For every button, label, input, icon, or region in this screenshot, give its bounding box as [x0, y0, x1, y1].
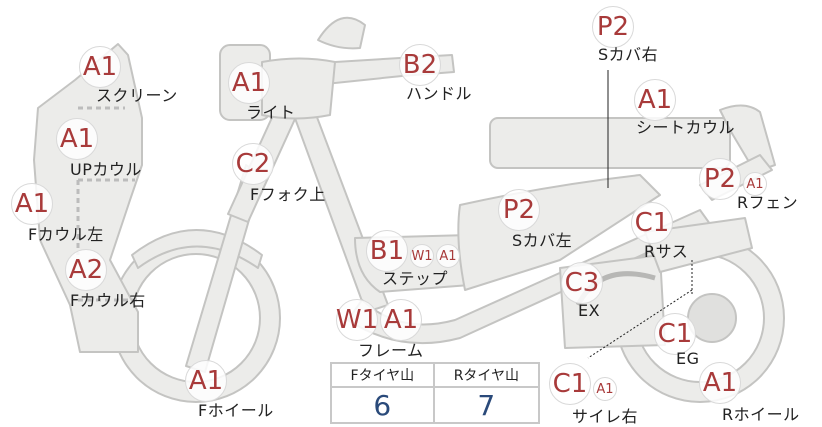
label-light: ライト — [246, 103, 296, 122]
grades-up-cowl: A1 — [56, 118, 98, 160]
label-f-cowl-right: Fカウル右 — [70, 291, 146, 310]
grades-step: B1 W1 A1 — [366, 230, 460, 272]
rear-tire-header: Rタイヤ山 — [432, 362, 541, 388]
grade-badge: A1 — [699, 362, 741, 404]
grade-badge-small: W1 — [410, 244, 434, 268]
rear-shock — [644, 217, 753, 273]
grade-badge: P2 — [498, 189, 540, 231]
grades-r-suspension: C1 — [631, 202, 673, 244]
grades-silencer-right: C1 A1 — [549, 363, 617, 405]
handle-cover — [261, 57, 336, 120]
grade-badge: C2 — [232, 143, 274, 185]
grade-badge: A1 — [11, 183, 53, 225]
front-tire-value: 6 — [330, 386, 435, 424]
grade-badge: W1 — [336, 299, 378, 341]
grade-badge: A1 — [185, 360, 227, 402]
grade-badge: A2 — [65, 249, 107, 291]
grades-r-wheel: A1 — [699, 362, 741, 404]
grades-screen: A1 — [79, 46, 121, 88]
grade-badge: A1 — [380, 299, 422, 341]
grade-badge: A1 — [228, 62, 270, 104]
grade-badge-small: A1 — [743, 172, 767, 196]
grades-exhaust: C3 — [561, 262, 603, 304]
label-r-fender: Rフェン — [737, 193, 799, 212]
label-f-fork-upper: Fフォク上 — [250, 185, 326, 204]
label-silencer-right: サイレ右 — [572, 407, 639, 426]
grades-frame: W1 A1 — [336, 299, 422, 341]
grade-badge: A1 — [56, 118, 98, 160]
leader-engine — [587, 289, 693, 359]
grade-badge: C1 — [654, 313, 696, 355]
label-screen: スクリーン — [96, 86, 178, 105]
grades-s-cover-right: P2 — [592, 6, 634, 48]
label-s-cover-right: Sカバ右 — [598, 45, 659, 64]
grade-badge: B2 — [399, 44, 441, 86]
grade-badge-small: A1 — [436, 244, 460, 268]
screen-edge — [76, 106, 138, 302]
label-engine: EG — [676, 349, 700, 368]
grade-badge: P2 — [699, 158, 741, 200]
grades-f-cowl-left: A1 — [11, 183, 53, 225]
grades-engine: C1 — [654, 313, 696, 355]
mirror — [317, 16, 366, 50]
label-f-wheel: Fホイール — [198, 401, 274, 420]
label-s-cover-left: Sカバ左 — [512, 231, 573, 250]
label-up-cowl: UPカウル — [70, 160, 142, 179]
label-step: ステップ — [382, 269, 449, 288]
grades-f-wheel: A1 — [185, 360, 227, 402]
grade-badge: A1 — [79, 46, 121, 88]
grades-handle: B2 — [399, 44, 441, 86]
label-handle: ハンドル — [406, 84, 473, 103]
front-tire-header: Fタイヤ山 — [330, 362, 435, 388]
grade-badge: P2 — [592, 6, 634, 48]
grades-f-fork-upper: C2 — [232, 143, 274, 185]
label-f-cowl-left: Fカウル左 — [28, 225, 104, 244]
label-r-wheel: Rホイール — [722, 405, 800, 424]
grades-seat-cowl: A1 — [634, 79, 676, 121]
tire-tread-table: Fタイヤ山 Rタイヤ山 6 7 — [330, 362, 541, 424]
grades-f-cowl-right: A2 — [65, 249, 107, 291]
grade-badge: B1 — [366, 230, 408, 272]
label-r-suspension: Rサス — [644, 242, 689, 261]
rear-tire-value: 7 — [432, 386, 541, 424]
grade-badge: C1 — [631, 202, 673, 244]
label-seat-cowl: シートカウル — [636, 118, 736, 137]
seat — [489, 117, 731, 169]
label-frame: フレーム — [358, 341, 424, 360]
grades-s-cover-left: P2 — [498, 189, 540, 231]
grades-r-fender: P2 A1 — [699, 158, 767, 200]
grade-badge-small: A1 — [593, 377, 617, 401]
label-exhaust: EX — [578, 301, 601, 320]
grade-badge: C3 — [561, 262, 603, 304]
grades-light: A1 — [228, 62, 270, 104]
front-cowl — [33, 43, 143, 353]
grade-badge: A1 — [634, 79, 676, 121]
grade-badge: C1 — [549, 363, 591, 405]
